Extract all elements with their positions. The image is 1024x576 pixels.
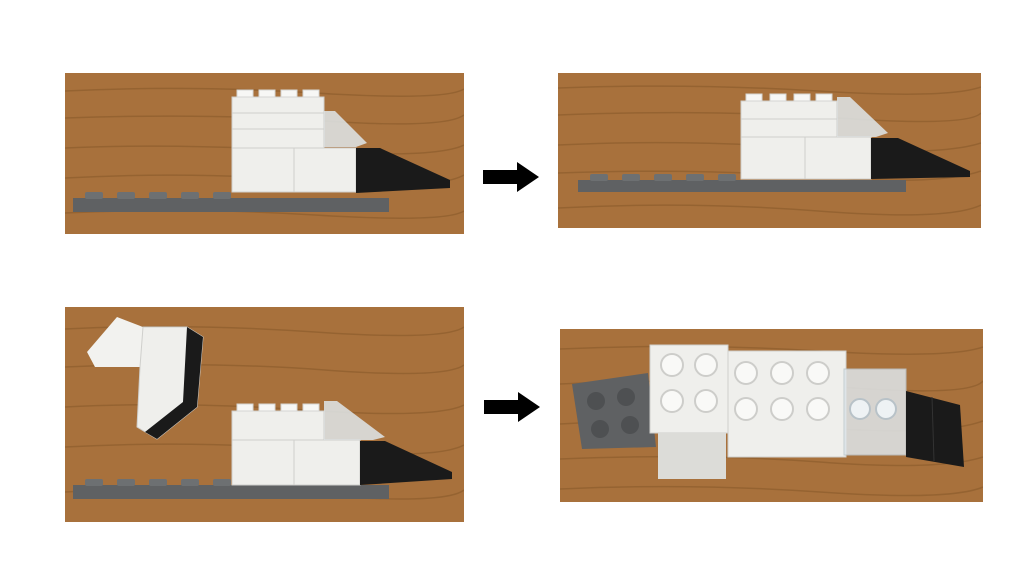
bottom-right-photo [560,329,983,502]
lego-ship-top-view [560,329,983,502]
lego-ship-side-view [65,73,464,234]
top-right-photo [558,73,981,228]
bottom-left-photo [65,307,464,522]
right-arrow-icon [484,392,540,422]
top-left-photo [65,73,464,234]
detached-lego-piece [87,317,204,440]
lego-ship-with-detached-piece [65,307,464,522]
bottom-arrow [484,392,540,422]
right-arrow-icon [483,162,539,192]
top-arrow [483,162,539,192]
lego-ship-side-view-reduced [558,73,981,228]
